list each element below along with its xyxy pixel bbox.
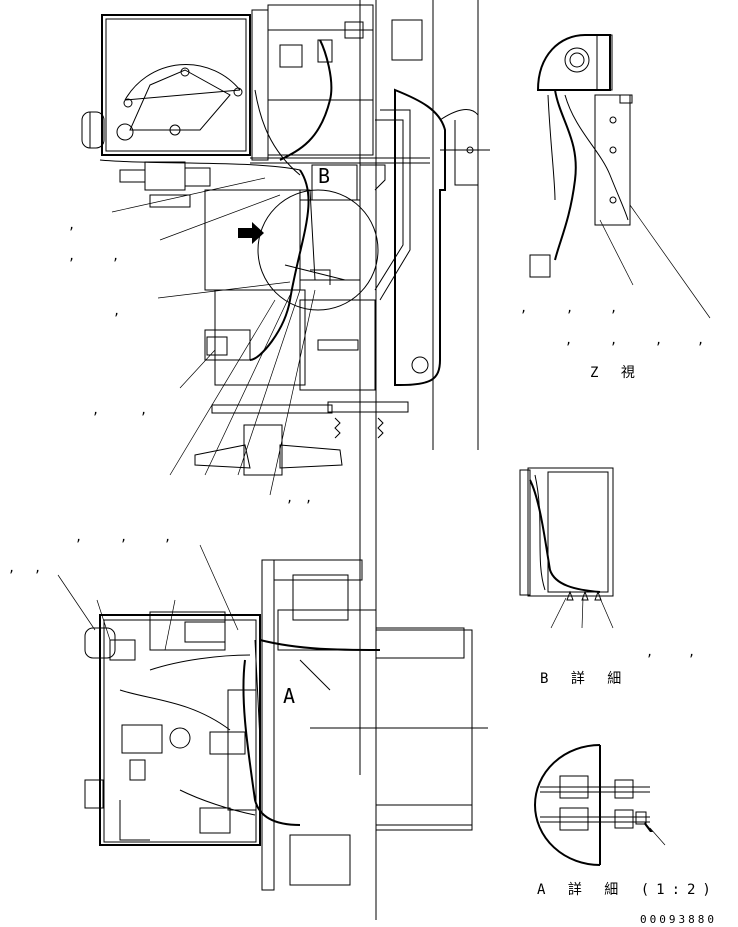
callout-separator: , bbox=[610, 301, 618, 315]
marker-a: A bbox=[283, 684, 296, 708]
callout-separator: , bbox=[520, 301, 528, 315]
callout-separator: , bbox=[112, 249, 120, 263]
callout-separator: , bbox=[34, 561, 42, 575]
callout-separator: , bbox=[305, 491, 313, 505]
callout-separator: , bbox=[68, 249, 76, 263]
callout-separator: , bbox=[655, 333, 663, 347]
callout-separator: , bbox=[688, 645, 696, 659]
callout-separator: , bbox=[92, 403, 100, 417]
upper-view bbox=[81, 4, 490, 496]
lower-view bbox=[57, 544, 488, 891]
z-view bbox=[529, 34, 711, 319]
callout-separator: , bbox=[120, 530, 128, 544]
callout-separator: , bbox=[646, 645, 654, 659]
b-detail-caption: B 詳 細 bbox=[540, 671, 629, 687]
marker-b: B bbox=[318, 164, 331, 188]
frame-rails bbox=[359, 0, 479, 920]
callout-separator: , bbox=[164, 530, 172, 544]
callout-separator: , bbox=[75, 530, 83, 544]
document-number: 00093880 bbox=[640, 913, 717, 926]
callout-separator: , bbox=[565, 333, 573, 347]
b-detail-view bbox=[519, 467, 614, 629]
a-detail-caption: A 詳 細 (1:2) bbox=[537, 882, 718, 898]
callout-separator: , bbox=[68, 218, 76, 232]
callout-separator: , bbox=[8, 561, 16, 575]
callout-separator: , bbox=[566, 301, 574, 315]
callout-separator: , bbox=[113, 304, 121, 318]
callout-separator: , bbox=[140, 403, 148, 417]
callout-separator: , bbox=[286, 491, 294, 505]
z-view-caption: Z 視 bbox=[590, 365, 642, 381]
callout-separator: , bbox=[610, 333, 618, 347]
a-detail-view bbox=[534, 744, 666, 866]
callout-separator: , bbox=[697, 333, 705, 347]
